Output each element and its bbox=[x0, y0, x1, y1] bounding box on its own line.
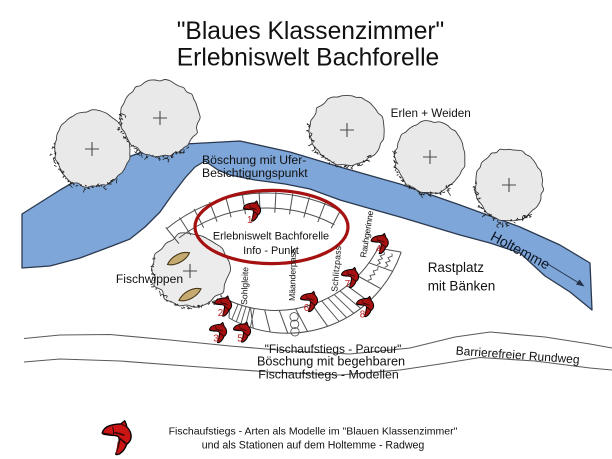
svg-text:Info - Punkt: Info - Punkt bbox=[243, 245, 299, 257]
svg-text:Fischaufstiegs - Arten als Mod: Fischaufstiegs - Arten als Modelle im "B… bbox=[169, 426, 458, 438]
svg-text:Erlebniswelt Bachforelle: Erlebniswelt Bachforelle bbox=[213, 230, 329, 242]
svg-text:Fischwippen: Fischwippen bbox=[116, 272, 183, 286]
svg-text:Erlebniswelt Bachforelle: Erlebniswelt Bachforelle bbox=[177, 45, 439, 72]
svg-text:Sohlgleite: Sohlgleite bbox=[239, 267, 250, 305]
svg-text:7: 7 bbox=[345, 279, 350, 290]
svg-text:mit Bänken: mit Bänken bbox=[428, 279, 496, 294]
svg-text:Rastplatz: Rastplatz bbox=[428, 260, 485, 275]
svg-text:Böschung mit begehbaren: Böschung mit begehbaren bbox=[257, 355, 405, 369]
svg-text:Erlen + Weiden: Erlen + Weiden bbox=[391, 107, 471, 120]
svg-text:"Fischaufstiegs - Parcour": "Fischaufstiegs - Parcour" bbox=[265, 342, 402, 356]
svg-text:3: 3 bbox=[213, 334, 218, 345]
svg-text:Böschung mit Ufer-: Böschung mit Ufer- bbox=[202, 153, 306, 167]
svg-text:8: 8 bbox=[360, 309, 365, 320]
svg-text:6: 6 bbox=[304, 303, 309, 314]
svg-text:und als Stationen auf dem Holt: und als Stationen auf dem Holtemme - Rad… bbox=[202, 440, 425, 452]
svg-text:4: 4 bbox=[376, 244, 382, 255]
svg-text:Mäanderpass: Mäanderpass bbox=[287, 248, 298, 301]
svg-text:5: 5 bbox=[237, 334, 242, 345]
svg-text:2: 2 bbox=[218, 308, 223, 319]
svg-text:Schlitzpass: Schlitzpass bbox=[329, 245, 343, 292]
svg-text:"Blaues Klassenzimmer": "Blaues Klassenzimmer" bbox=[177, 18, 445, 45]
svg-text:Besichtigungspunkt: Besichtigungspunkt bbox=[202, 166, 308, 180]
svg-text:1: 1 bbox=[247, 215, 252, 226]
svg-text:Fischaufstiegs - Modellen: Fischaufstiegs - Modellen bbox=[258, 368, 399, 382]
